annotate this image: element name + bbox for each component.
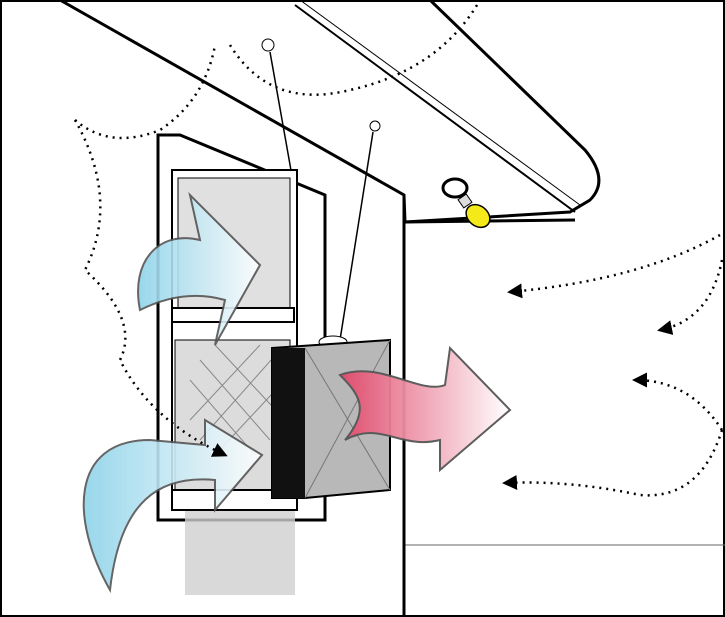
cool-air-arrow-upper bbox=[137, 191, 262, 346]
cool-air-arrow-lower bbox=[82, 418, 264, 594]
airflow-dotted-arrows bbox=[73, 0, 724, 497]
side-wall bbox=[59, 0, 406, 617]
light-bulb-icon bbox=[441, 177, 491, 229]
ceiling-beam bbox=[294, 0, 601, 224]
warm-air-arrow bbox=[338, 345, 512, 473]
fan-unit-side bbox=[272, 348, 305, 498]
